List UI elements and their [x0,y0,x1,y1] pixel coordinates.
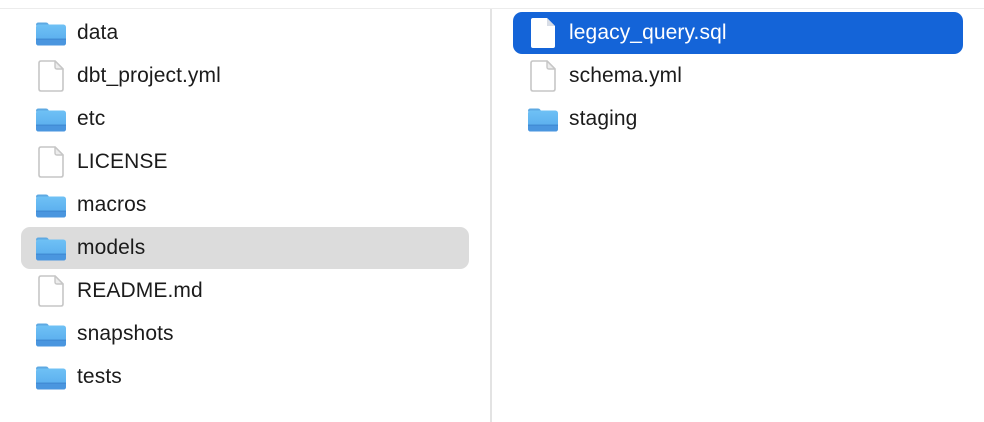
item-name: snapshots [77,322,174,345]
row-folder-tests[interactable]: tests [21,356,469,398]
item-name: tests [77,365,122,388]
chevron-right-icon [449,325,461,343]
row-file-license[interactable]: LICENSE [21,141,469,183]
item-name: macros [77,193,147,216]
row-folder-models-selected[interactable]: models [21,227,469,269]
file-icon [527,17,559,49]
file-icon [35,275,67,307]
folder-icon [35,103,67,135]
row-file-readme-md[interactable]: README.md [21,270,469,312]
chevron-right-icon [449,368,461,386]
row-file-schema-yml[interactable]: schema.yml [513,55,963,97]
folder-icon [35,318,67,350]
folder-icon [527,103,559,135]
file-icon [35,60,67,92]
row-file-dbt-project-yml[interactable]: dbt_project.yml [21,55,469,97]
column-models-contents: legacy_query.sql schema.yml staging [492,9,984,422]
item-name: README.md [77,279,203,302]
chevron-right-icon [943,110,955,128]
row-folder-data[interactable]: data [21,12,469,54]
item-name: schema.yml [569,64,683,87]
chevron-right-icon [449,196,461,214]
item-name: LICENSE [77,150,168,173]
row-file-legacy-query-sql-selected[interactable]: legacy_query.sql [513,12,963,54]
row-folder-snapshots[interactable]: snapshots [21,313,469,355]
column-project-root: data dbt_project.yml etc LICENSE [0,9,490,422]
item-name: staging [569,107,638,130]
file-icon [527,60,559,92]
folder-icon [35,361,67,393]
item-name: etc [77,107,106,130]
folder-icon [35,189,67,221]
folder-icon [35,17,67,49]
chevron-right-icon [449,239,461,257]
item-name: data [77,21,119,44]
row-folder-etc[interactable]: etc [21,98,469,140]
chevron-right-icon [449,110,461,128]
top-divider [0,8,984,9]
row-folder-staging[interactable]: staging [513,98,963,140]
row-folder-macros[interactable]: macros [21,184,469,226]
item-name: legacy_query.sql [569,21,727,44]
chevron-right-icon [449,24,461,42]
folder-icon [35,232,67,264]
item-name: dbt_project.yml [77,64,221,87]
column-divider [490,9,492,422]
file-icon [35,146,67,178]
item-name: models [77,236,146,259]
